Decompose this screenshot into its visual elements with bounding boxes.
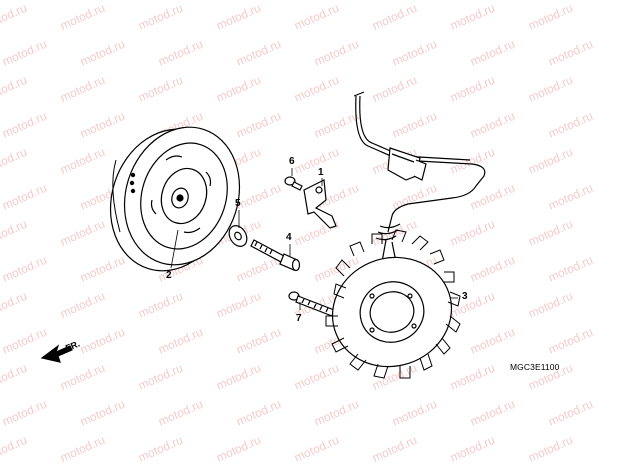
- callout-7: 7: [296, 313, 302, 324]
- leader-lines: [170, 168, 458, 310]
- callout-6: 6: [289, 156, 295, 167]
- diagram-code: MGC3E1100: [510, 362, 560, 372]
- clamp-bolt: [284, 176, 303, 191]
- callout-5: 5: [235, 198, 241, 209]
- callout-3: 3: [462, 291, 468, 302]
- washer: [228, 225, 248, 247]
- callout-2: 2: [166, 270, 172, 281]
- callout-4: 4: [286, 232, 292, 243]
- wire-clamp: [303, 179, 337, 229]
- front-direction-arrow: [40, 344, 73, 363]
- stator: [325, 229, 461, 379]
- flywheel-bolt: [250, 239, 301, 272]
- callout-1: 1: [318, 167, 324, 178]
- flywheel: [109, 126, 241, 272]
